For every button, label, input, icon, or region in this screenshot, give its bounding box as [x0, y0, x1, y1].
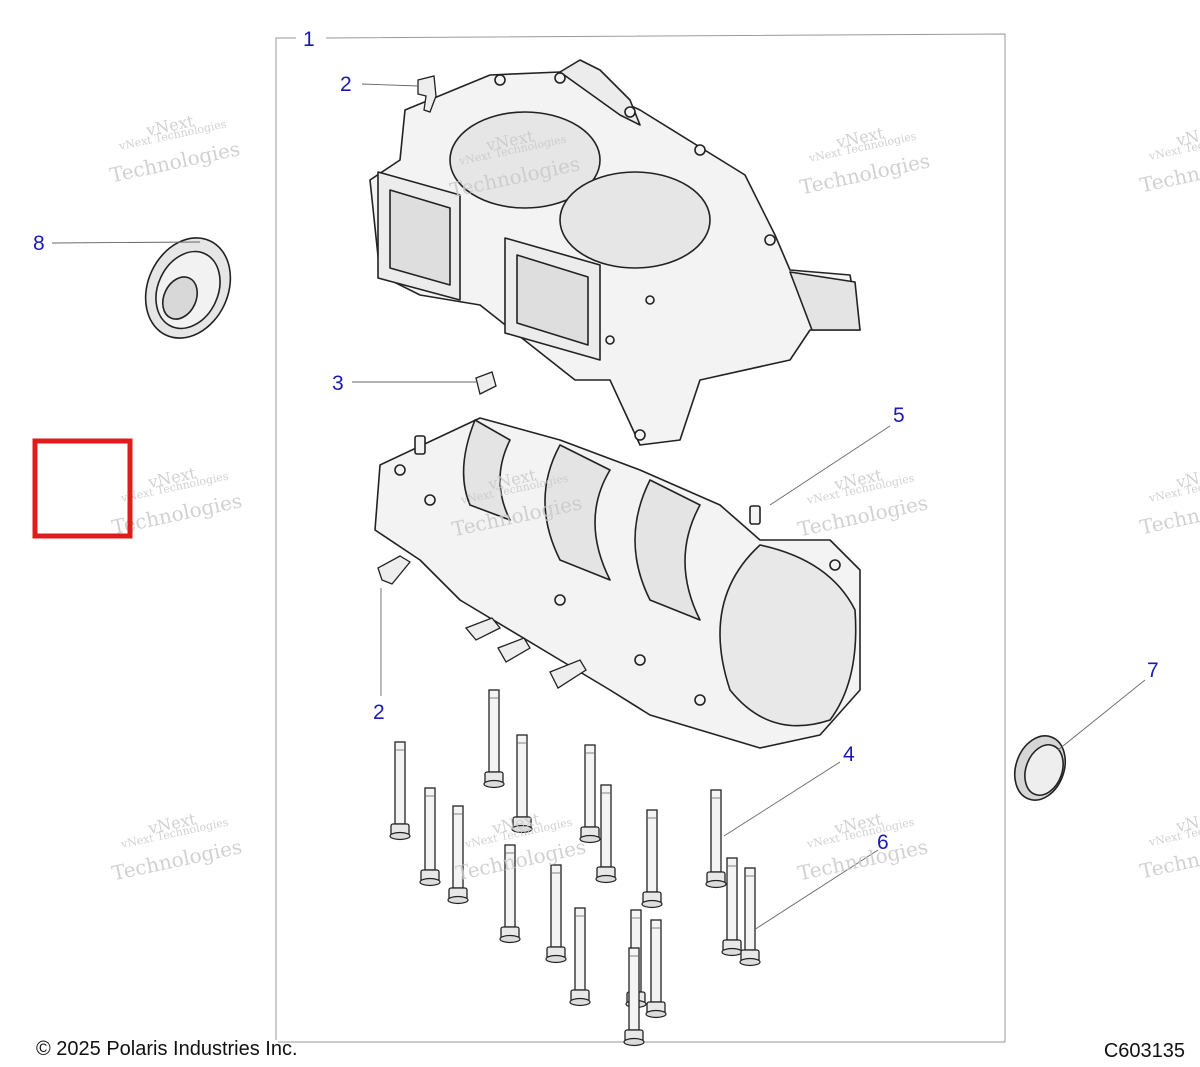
- svg-text:vNext: vNext: [1174, 463, 1200, 492]
- svg-text:vNext: vNext: [1174, 121, 1200, 150]
- callout-6[interactable]: 6: [877, 831, 889, 854]
- lower-crankcase: [374, 417, 861, 749]
- plug-part: [475, 371, 497, 395]
- callout-1[interactable]: 1: [303, 28, 315, 51]
- callout-8[interactable]: 8: [33, 232, 45, 255]
- callout-4[interactable]: 4: [843, 743, 855, 766]
- callout-7[interactable]: 7: [1147, 659, 1159, 682]
- seal-part-7: [1013, 735, 1067, 801]
- bolt-set: [389, 689, 761, 1047]
- leader-lines: [51, 83, 1146, 931]
- upper-crankcase: [369, 59, 861, 446]
- seal-part-8: [144, 237, 232, 339]
- callout-5[interactable]: 5: [893, 404, 905, 427]
- diagram-code: C603135: [1103, 1040, 1185, 1062]
- callout-3[interactable]: 3: [332, 372, 344, 395]
- highlight-box[interactable]: [32, 438, 133, 539]
- copyright-text: © 2025 Polaris Industries Inc.: [36, 1038, 298, 1060]
- callout-2-lower[interactable]: 2: [373, 701, 385, 724]
- callout-2-upper[interactable]: 2: [340, 73, 352, 96]
- svg-text:vNext: vNext: [1174, 807, 1200, 836]
- fitting-parts: [377, 75, 587, 689]
